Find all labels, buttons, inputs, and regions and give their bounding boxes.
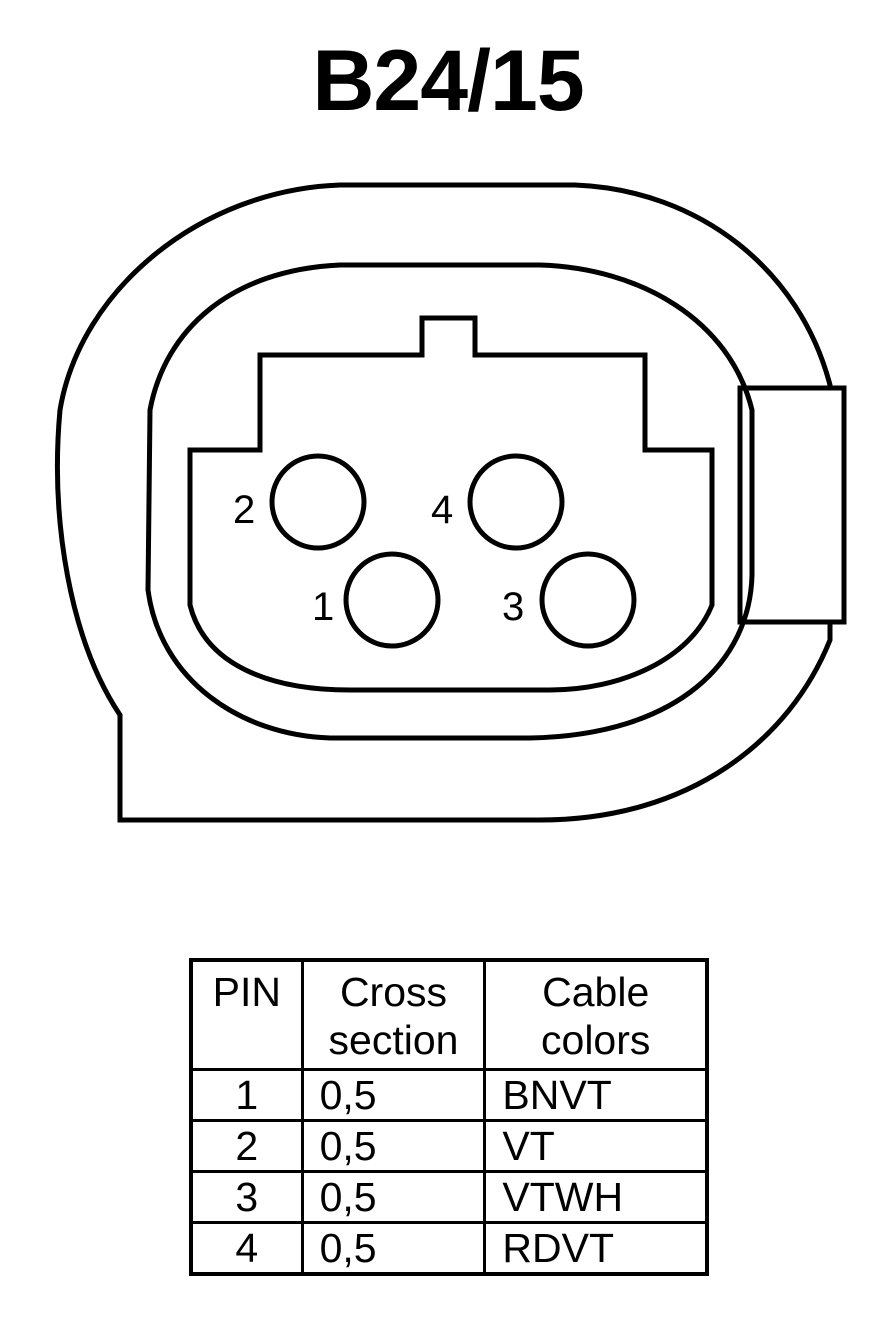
pin-2-contact [269,453,367,551]
header-cable-colors: Cable colors [483,958,709,1071]
table-row: 3 0,5 VTWH [189,1170,709,1224]
cell-cross-section: 0,5 [300,1170,487,1224]
connector-diagram: 2 4 1 3 [55,182,847,823]
diagram-title: B24/15 [312,33,584,129]
connector-inner-housing [145,262,755,741]
table-header-row: PIN Cross section Cable colors [189,958,709,1071]
cell-cross-section: 0,5 [300,1119,487,1173]
cell-cable-color: VT [483,1119,709,1173]
cell-cable-color: VTWH [483,1170,709,1224]
table-row: 1 0,5 BNVT [189,1068,709,1122]
cell-pin: 1 [189,1068,304,1122]
cell-pin: 3 [189,1170,304,1224]
pin-3-label: 3 [502,585,524,629]
pin-cavity [187,315,715,693]
table-row: 2 0,5 VT [189,1119,709,1173]
cell-cable-color: BNVT [483,1068,709,1122]
connector-side-latch [737,385,847,625]
cell-pin: 2 [189,1119,304,1173]
connector-outer-housing [55,182,833,823]
pin-2-label: 2 [233,488,255,532]
cell-pin: 4 [189,1221,304,1276]
pin-4-contact [467,453,565,551]
header-pin: PIN [189,958,304,1071]
header-cross-section: Cross section [300,958,487,1071]
pin-1-contact [343,551,441,649]
table-row: 4 0,5 RDVT [189,1221,709,1276]
cell-cross-section: 0,5 [300,1068,487,1122]
pin-3-contact [539,551,637,649]
pin-assignment-table: PIN Cross section Cable colors 1 0,5 BNV… [189,958,709,1276]
pin-4-label: 4 [431,488,453,532]
cell-cable-color: RDVT [483,1221,709,1276]
cell-cross-section: 0,5 [300,1221,487,1276]
pin-1-label: 1 [312,585,334,629]
